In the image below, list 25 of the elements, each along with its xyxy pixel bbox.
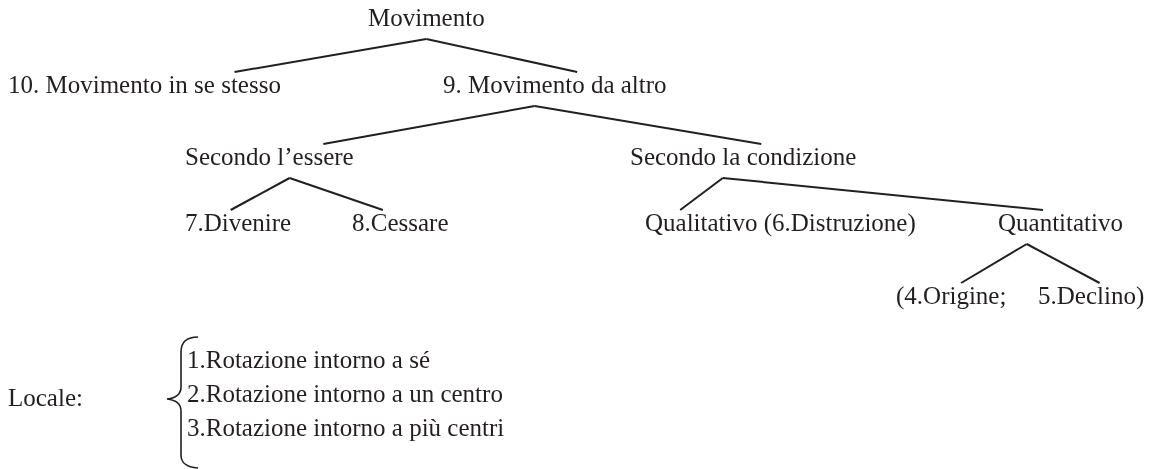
tree-term: 9. Movimento da altro — [443, 70, 667, 100]
tree-line — [533, 105, 763, 145]
tree-term: (4.Origine; — [896, 281, 1007, 311]
tree-line — [322, 105, 536, 145]
tree-term: 8.Cessare — [352, 208, 449, 238]
tree-line — [288, 177, 384, 211]
list-item: 2.Rotazione intorno a un centro — [187, 379, 503, 409]
tree-line — [1025, 243, 1101, 284]
tree-term: 7.Divenire — [185, 208, 292, 238]
tree-line — [960, 243, 1028, 284]
tree-line — [679, 177, 724, 211]
list-item: 1.Rotazione intorno a sé — [187, 345, 430, 375]
tree-term: Secondo la condizione — [630, 142, 857, 172]
list-item: 3.Rotazione intorno a più centri — [187, 413, 505, 443]
tree-term: Secondo l’essere — [185, 142, 354, 172]
tree-line — [425, 38, 579, 73]
tree-line — [229, 177, 291, 211]
tree-term: Quantitativo — [998, 208, 1123, 238]
tree-term: Movimento — [368, 3, 485, 33]
tree-line — [233, 38, 428, 73]
tree-term: Qualitativo (6.Distruzione) — [645, 208, 916, 238]
tree-line — [721, 177, 1044, 211]
category-label: Locale: — [8, 383, 83, 413]
tree-term: 10. Movimento in se stesso — [8, 70, 281, 100]
tree-term: 5.Declino) — [1038, 281, 1145, 311]
